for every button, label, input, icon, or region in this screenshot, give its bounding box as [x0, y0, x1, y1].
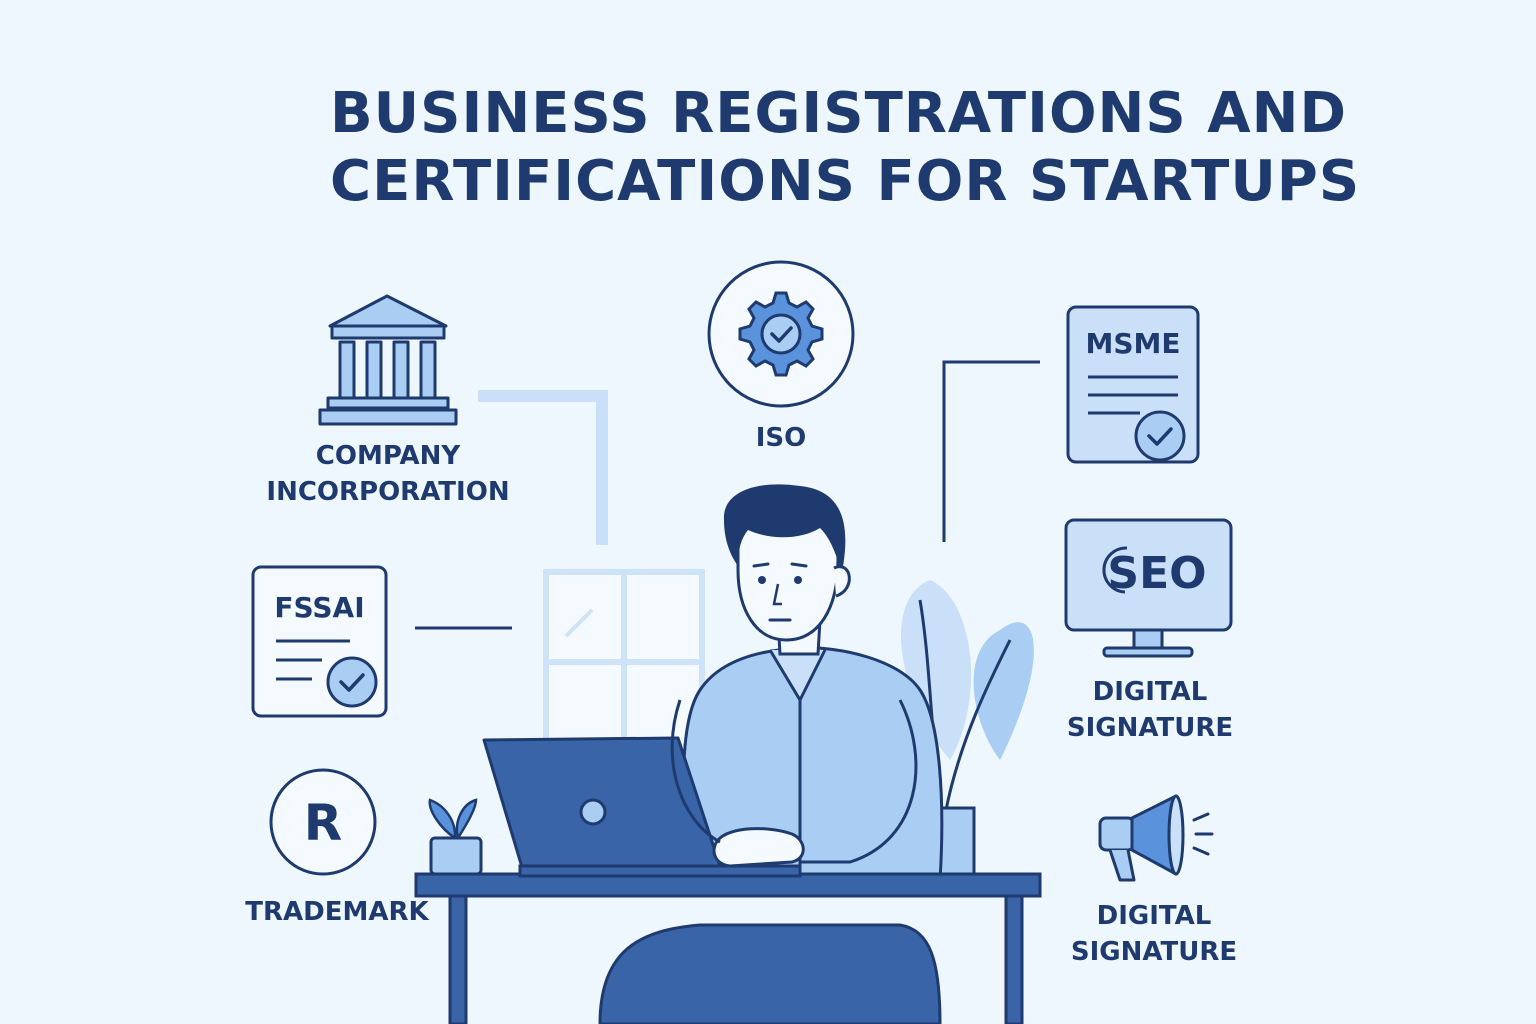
iso-label: ISO: [755, 423, 807, 453]
plant-icon: [901, 580, 1034, 876]
title-line-1: BUSINESS REGISTRATIONS AND: [330, 81, 1347, 146]
desk: [414, 872, 1042, 1024]
msme-doc-text: MSME: [1085, 327, 1181, 360]
trademark-symbol: R: [303, 794, 343, 852]
page-title: BUSINESS REGISTRATIONS AND CERTIFICATION…: [330, 80, 1361, 216]
seo-digital-signature-label: DIGITAL SIGNATURE: [1050, 674, 1250, 746]
connector-line-left: [478, 390, 608, 545]
gear-check-icon: [707, 260, 855, 408]
fssai-certificate-icon: [251, 565, 388, 718]
laptop-icon: [482, 736, 802, 878]
connector-line-right: [942, 360, 1040, 542]
person-illustration: [598, 484, 944, 1024]
company-label-line-2: INCORPORATION: [266, 477, 510, 507]
seo-label-line-1: DIGITAL: [1092, 677, 1208, 707]
megaphone-icon: [1098, 794, 1214, 882]
seo-screen-text: SEO: [1107, 548, 1207, 599]
fssai-doc-text: FSSAI: [274, 591, 365, 624]
seo-label-line-2: SIGNATURE: [1066, 713, 1234, 743]
bank-building-icon: [318, 294, 458, 426]
monitor-icon: [1064, 518, 1233, 658]
small-plant-icon: [428, 798, 483, 876]
hands: [670, 699, 918, 868]
trademark-label: TRADEMARK: [245, 897, 429, 927]
msme-certificate-icon: [1066, 305, 1200, 464]
signature-label-line-2: SIGNATURE: [1070, 937, 1238, 967]
company-label-line-1: COMPANY: [315, 441, 461, 471]
signature-label-line-1: DIGITAL: [1096, 901, 1212, 931]
company-incorporation-label: COMPANY INCORPORATION: [250, 438, 526, 510]
megaphone-digital-signature-label: DIGITAL SIGNATURE: [1054, 898, 1254, 970]
registered-trademark-icon: [269, 768, 377, 876]
title-line-2: CERTIFICATIONS FOR STARTUPS: [330, 149, 1361, 214]
